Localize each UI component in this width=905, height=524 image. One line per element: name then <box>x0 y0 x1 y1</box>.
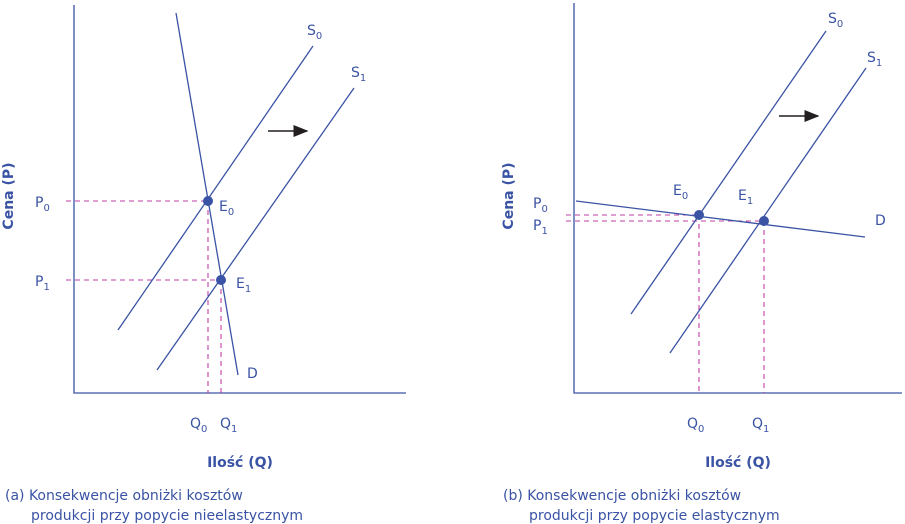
panel-a: Cena (P) S0 S1 E0 E1 D P0 P1 Q0 Q1 Ilość… <box>1 5 406 524</box>
panel-b-axes <box>573 3 902 394</box>
panel-b-label-s1: S1 <box>867 50 882 69</box>
panel-b-point-e0 <box>694 210 704 220</box>
panel-a-supply-s0 <box>117 45 314 331</box>
panel-b-y-axis-title: Cena (P) <box>501 162 517 229</box>
panel-a-caption-line1: (a) Konsekwencje obniżki kosztów <box>5 488 243 504</box>
panel-b: Cena (P) S0 S1 E0 E1 D P0 P1 Q0 Q1 Ilość… <box>501 3 902 524</box>
panel-b-label-q0: Q0 <box>687 416 704 435</box>
panel-a-point-e0 <box>203 196 213 206</box>
panel-a-label-e0: E0 <box>219 199 234 218</box>
panel-a-point-e1 <box>216 275 226 285</box>
panel-b-point-e1 <box>759 216 769 226</box>
panel-b-label-e1: E1 <box>738 188 753 207</box>
panel-b-label-d: D <box>875 213 886 229</box>
panel-a-label-q1: Q1 <box>220 416 237 435</box>
panel-a-label-p0: P0 <box>35 195 50 214</box>
panel-a-supply-s1 <box>156 87 355 371</box>
panel-a-y-axis-title: Cena (P) <box>1 162 17 229</box>
panel-b-supply-s1 <box>669 67 867 354</box>
panel-a-x-axis-title: Ilość (Q) <box>207 455 273 471</box>
panel-a-e1-guides <box>66 279 222 393</box>
panel-b-caption-line1: (b) Konsekwencje obniżki kosztów <box>503 488 741 504</box>
panel-b-caption-line2: produkcji przy popycie elastycznym <box>529 508 780 524</box>
panel-a-label-d: D <box>247 366 258 382</box>
panel-a-label-p1: P1 <box>35 274 50 293</box>
panel-a-axes <box>73 5 406 394</box>
panel-a-label-e1: E1 <box>236 276 251 295</box>
panel-a-caption-line2: produkcji przy popycie nieelastycznym <box>31 508 303 524</box>
panel-b-e0-guides <box>566 214 700 393</box>
panel-a-label-q0: Q0 <box>190 416 207 435</box>
panel-b-label-p1: P1 <box>533 218 548 237</box>
panel-a-label-s1: S1 <box>351 65 366 84</box>
panel-b-demand-curve <box>575 200 866 238</box>
panel-b-label-s0: S0 <box>828 11 843 30</box>
panel-a-e0-guides <box>66 200 209 393</box>
panel-b-label-p0: P0 <box>533 196 548 215</box>
panel-a-label-s0: S0 <box>307 23 322 42</box>
panel-b-label-q1: Q1 <box>752 416 769 435</box>
panel-b-supply-s0 <box>630 30 827 315</box>
panel-b-x-axis-title: Ilość (Q) <box>705 455 771 471</box>
panel-b-label-e0: E0 <box>673 183 688 202</box>
panel-b-e1-guides <box>566 220 765 393</box>
panel-a-demand-curve <box>175 12 239 376</box>
